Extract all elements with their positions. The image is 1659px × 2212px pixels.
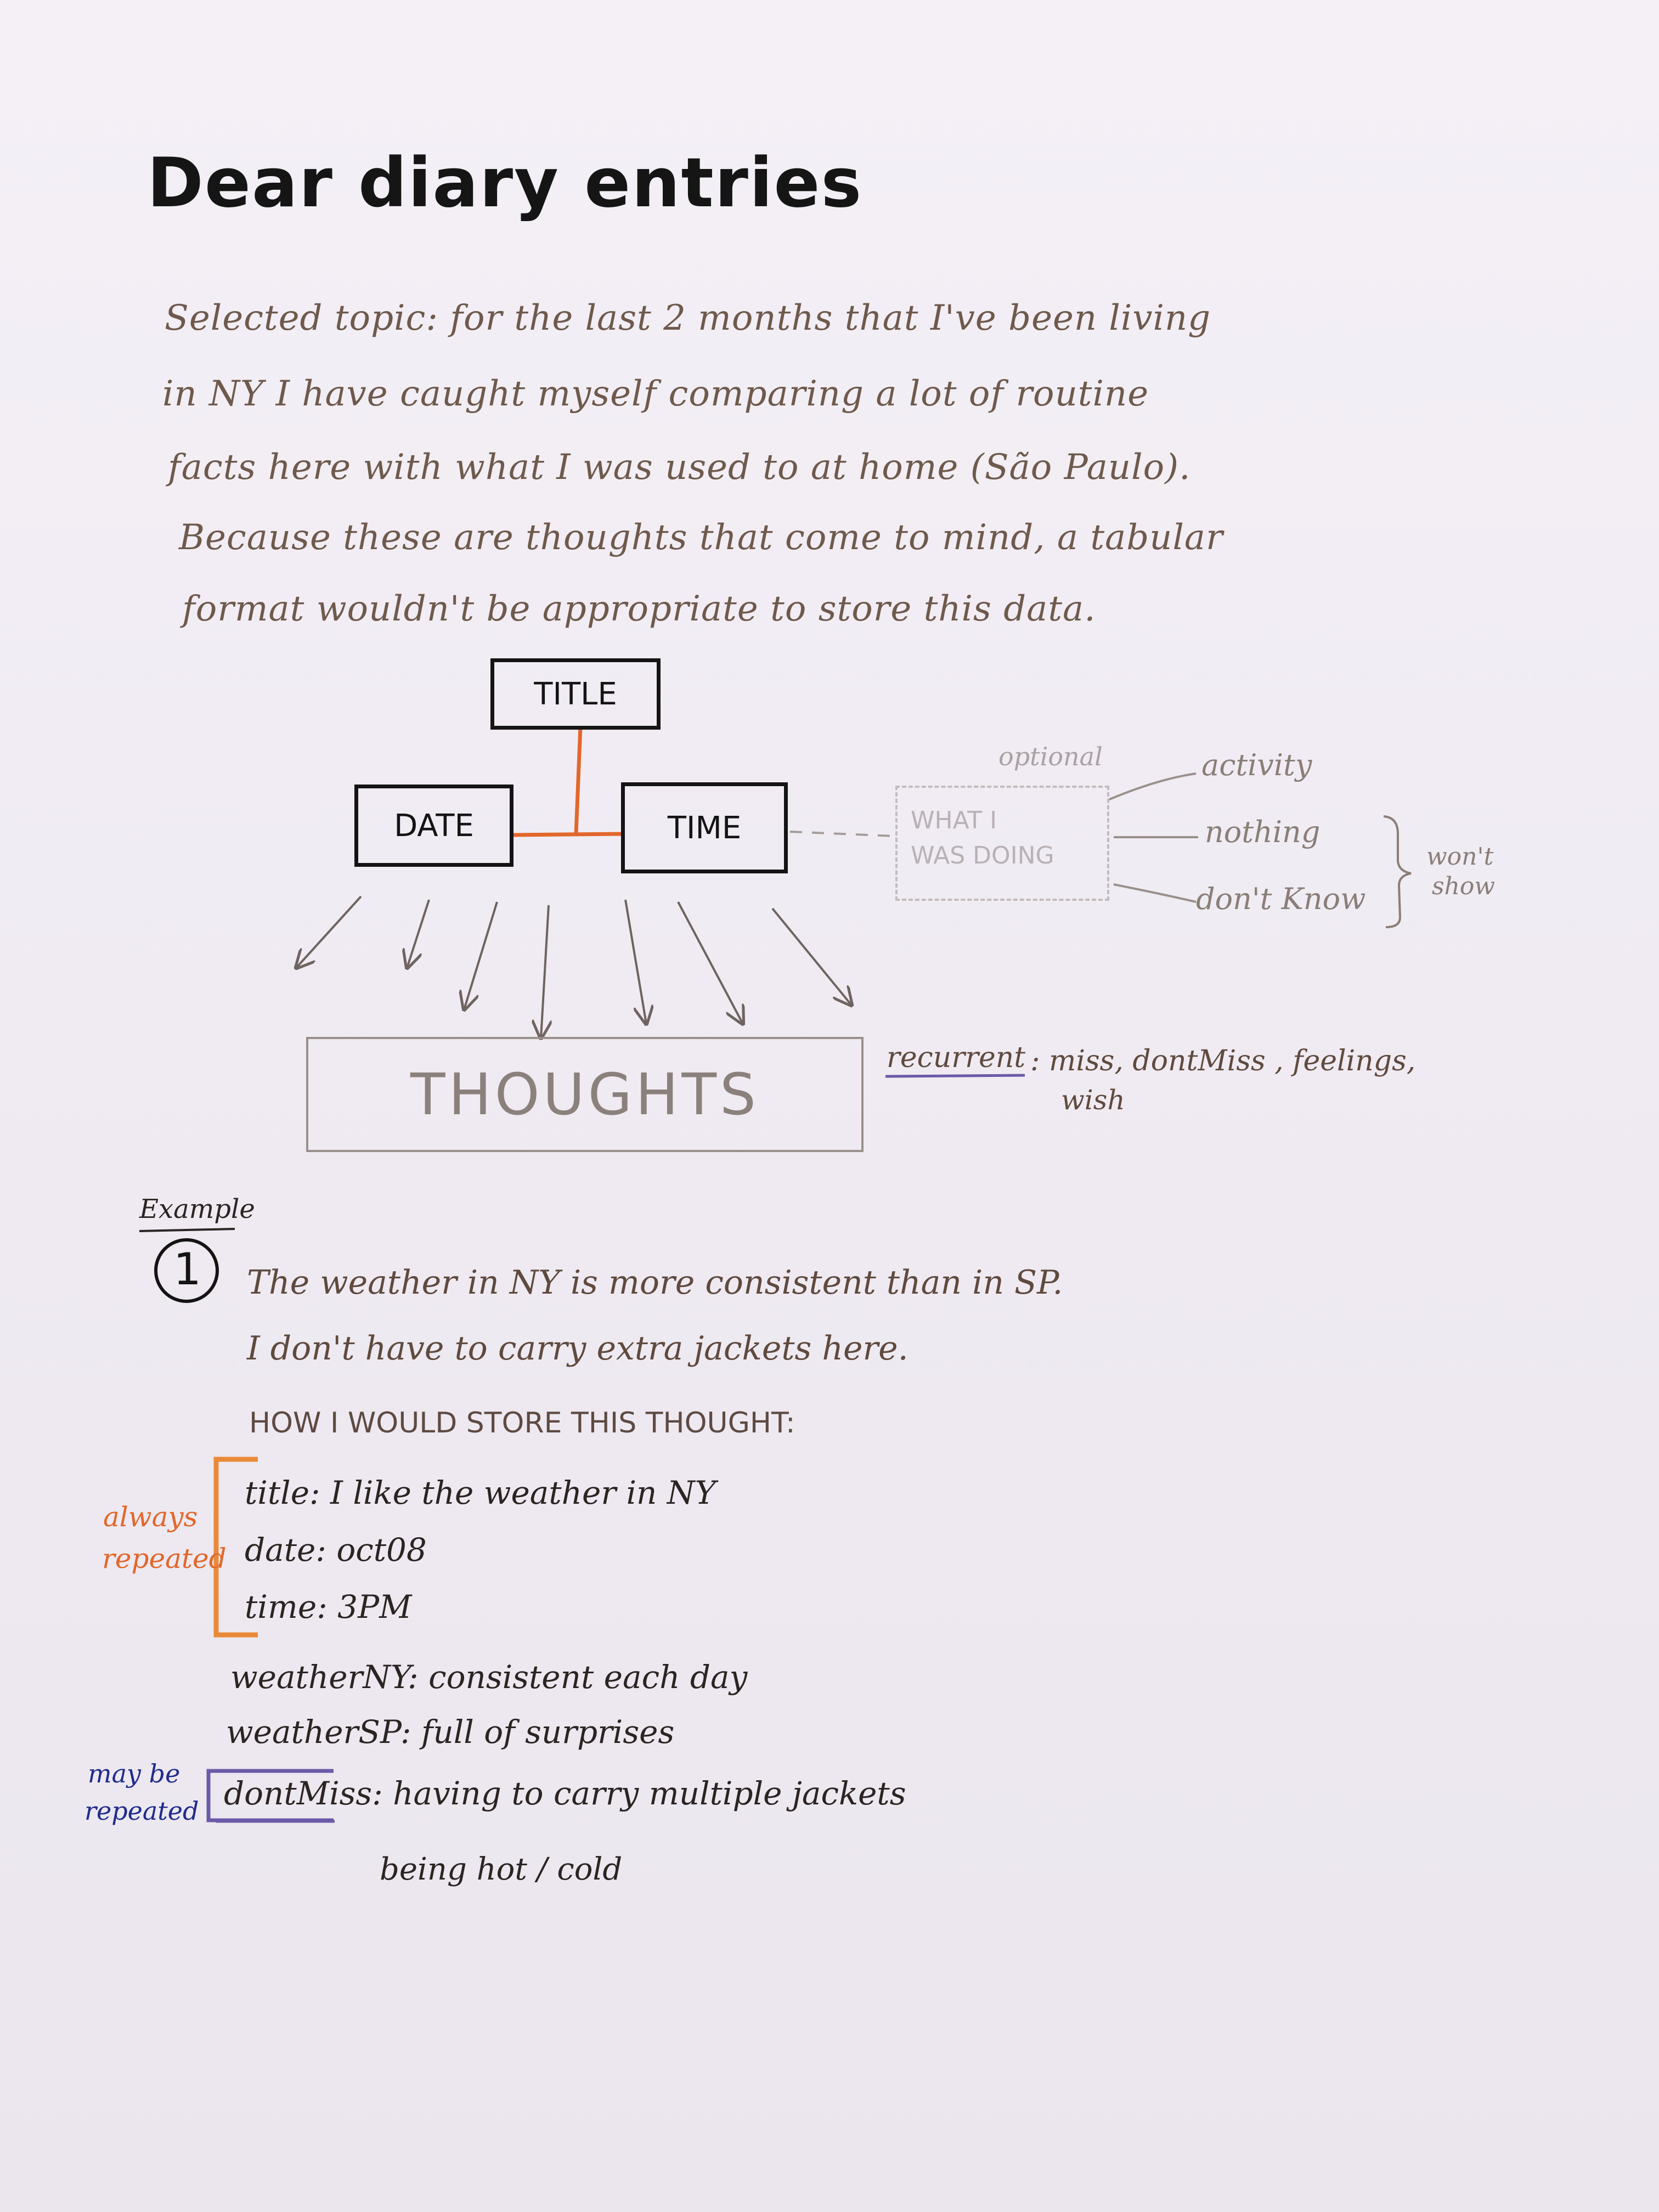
- option-nothing: nothing: [1205, 815, 1321, 849]
- example-underline: [139, 1228, 235, 1232]
- field-value: : full of surprises: [400, 1713, 675, 1751]
- doing-box-line: WHAT I: [911, 806, 997, 834]
- thought-arrow: [541, 905, 549, 1038]
- title-connector: [574, 726, 583, 834]
- thought-arrow: [464, 901, 498, 1009]
- recurrent-values: wish: [1061, 1084, 1125, 1116]
- optional-label: optional: [998, 742, 1103, 771]
- intro-line: format wouldn't be appropriate to store …: [182, 589, 1096, 629]
- field-key: title: [245, 1474, 310, 1511]
- field-key: date: [245, 1531, 316, 1568]
- may-be-repeated-label: repeated: [84, 1796, 199, 1826]
- intro-line: Selected topic: for the last 2 months th…: [165, 298, 1211, 338]
- what-i-was-doing-box: WHAT I WAS DOING: [895, 786, 1109, 901]
- intro-line: Because these are thoughts that come to …: [179, 517, 1223, 558]
- field-line: weatherNY: consistent each day: [230, 1661, 747, 1693]
- example-label: Example: [139, 1194, 255, 1224]
- intro-line: in NY I have caught myself comparing a l…: [162, 374, 1149, 414]
- recurrent-values: : miss, dontMiss , feelings,: [1030, 1045, 1416, 1077]
- field-line: weatherSP: full of surprises: [226, 1716, 674, 1748]
- field-value: : 3PM: [317, 1588, 412, 1626]
- always-repeated-label: repeated: [102, 1543, 227, 1575]
- doing-box-line: WAS DOING: [911, 841, 1054, 870]
- thought-arrow: [296, 895, 362, 968]
- intro-line: facts here with what I was used to at ho…: [168, 447, 1191, 488]
- thought-arrow: [407, 899, 430, 968]
- thought-arrow: [677, 901, 743, 1024]
- optional-link: [789, 831, 895, 837]
- field-key: time: [245, 1588, 317, 1626]
- option-activity: activity: [1201, 748, 1312, 782]
- field-value: : I like the weather in NY: [309, 1474, 716, 1511]
- field-line: dontMiss: having to carry multiple jacke…: [224, 1778, 906, 1809]
- always-repeated-bracket: [213, 1457, 258, 1638]
- recurrent-underline: [885, 1074, 1025, 1078]
- option-dont-know: don't Know: [1196, 882, 1366, 916]
- thoughts-box: THOUGHTS: [306, 1037, 864, 1152]
- field-key: dontMiss: [224, 1775, 373, 1812]
- may-be-repeated-label: may be: [88, 1759, 180, 1788]
- wont-show-label: show: [1432, 872, 1496, 900]
- field-line: title: I like the weather in NY: [245, 1477, 716, 1509]
- store-heading: HOW I WOULD STORE THIS THOUGHT:: [249, 1407, 795, 1440]
- wont-show-label: won't: [1426, 843, 1494, 871]
- field-continuation: being hot / cold: [380, 1852, 623, 1887]
- wont-show-brace: [1383, 815, 1412, 928]
- branch-activity: [1108, 772, 1197, 801]
- example-number: 1: [173, 1244, 201, 1295]
- thought-arrow: [624, 899, 646, 1024]
- time-box: TIME: [621, 782, 788, 873]
- field-value: : consistent each day: [408, 1658, 748, 1696]
- field-key: weatherSP: [226, 1713, 400, 1751]
- example-number-circle: [154, 1238, 219, 1303]
- example-text-line: The weather in NY is more consistent tha…: [247, 1263, 1063, 1302]
- field-value: : having to carry multiple jackets: [372, 1775, 906, 1812]
- title-box: TITLE: [490, 658, 661, 730]
- example-text-line: I don't have to carry extra jackets here…: [247, 1329, 909, 1368]
- field-line: time: 3PM: [245, 1591, 411, 1623]
- page-title: Dear diary entries: [147, 144, 863, 223]
- thought-arrow: [771, 907, 851, 1005]
- date-time-connector: [511, 832, 624, 837]
- field-line: date: oct08: [245, 1534, 427, 1566]
- field-value: : oct08: [315, 1531, 427, 1568]
- field-key: weatherNY: [230, 1658, 408, 1696]
- always-repeated-label: always: [103, 1501, 198, 1533]
- branch-dontknow: [1113, 883, 1197, 903]
- recurrent-label: recurrent: [887, 1041, 1026, 1074]
- date-box: DATE: [354, 785, 514, 867]
